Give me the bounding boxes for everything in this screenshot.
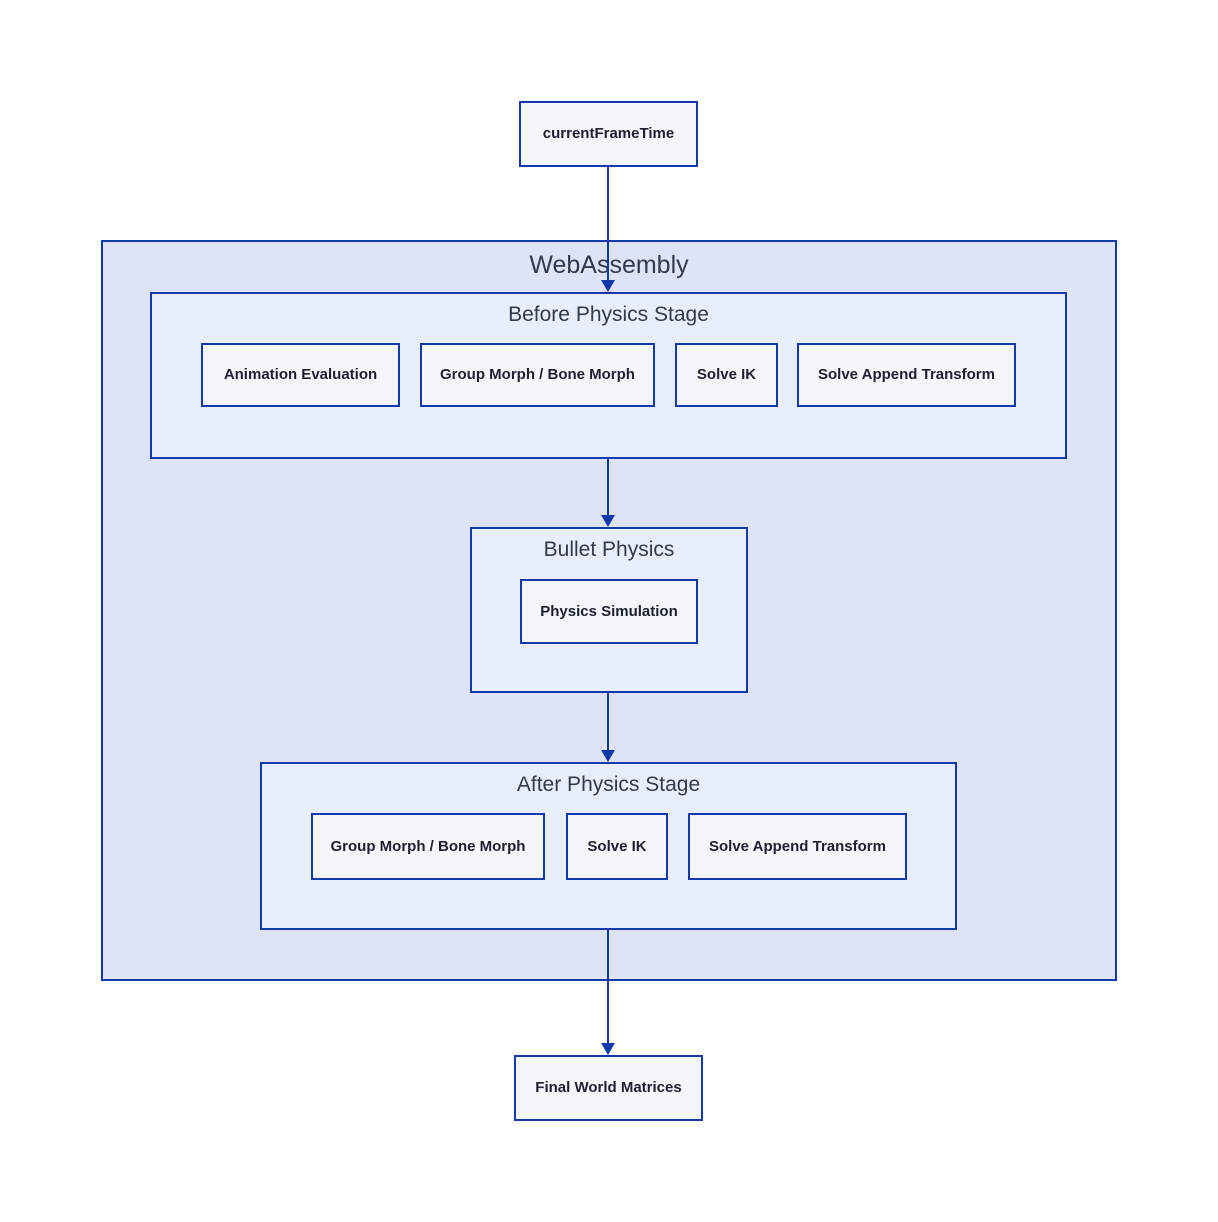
node-physics-simulation: Physics Simulation (520, 579, 698, 644)
bullet-physics-title: Bullet Physics (543, 538, 675, 561)
node-solve-ik-after: Solve IK (566, 813, 668, 880)
node-current-frame-time: currentFrameTime (519, 101, 698, 167)
node-solve-append-transform-before: Solve Append Transform (797, 343, 1016, 407)
webassembly-title: WebAssembly (103, 251, 1115, 280)
arrow-bullet-to-after-line (607, 693, 609, 752)
node-animation-evaluation: Animation Evaluation (201, 343, 400, 407)
node-group-morph-bone-morph-before: Group Morph / Bone Morph (420, 343, 655, 407)
before-physics-stage-title: Before Physics Stage (508, 303, 709, 326)
arrow-after-to-final-line (607, 930, 609, 1045)
after-physics-stage-title: After Physics Stage (516, 773, 701, 796)
node-group-morph-bone-morph-after: Group Morph / Bone Morph (311, 813, 545, 880)
arrow-after-to-final-head-icon (601, 1043, 615, 1055)
node-solve-ik-before: Solve IK (675, 343, 778, 407)
arrow-current-frame-to-before-head-icon (601, 280, 615, 292)
arrow-before-to-bullet-line (607, 459, 609, 517)
arrow-current-frame-to-before-line (607, 167, 609, 282)
node-solve-append-transform-after: Solve Append Transform (688, 813, 907, 880)
node-final-world-matrices: Final World Matrices (514, 1055, 703, 1121)
arrow-before-to-bullet-head-icon (601, 515, 615, 527)
arrow-bullet-to-after-head-icon (601, 750, 615, 762)
